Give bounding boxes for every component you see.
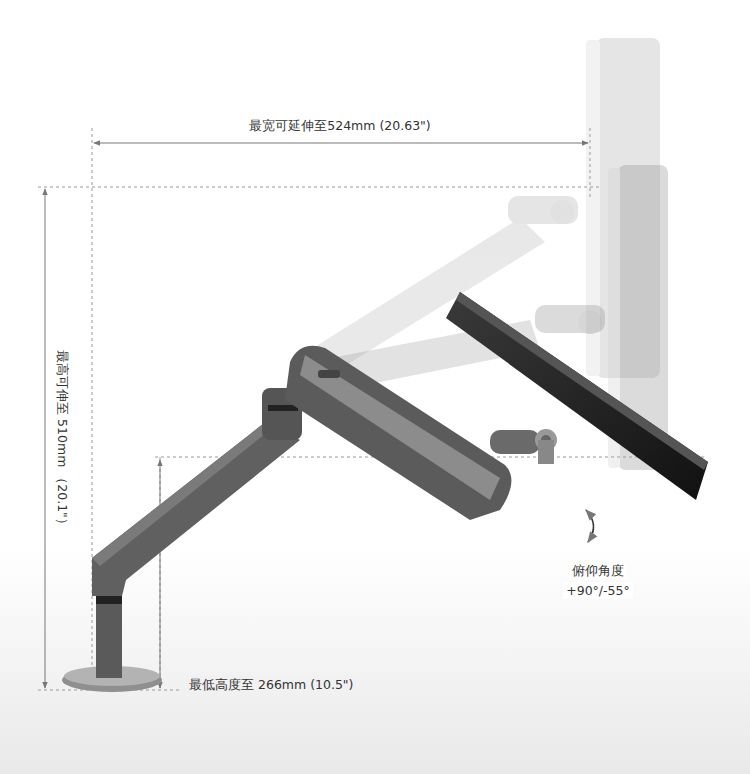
dimension-label: +90°/-55°	[563, 582, 633, 599]
dimension-label-vertical: 最高可伸至 510mm （20.1"）	[54, 347, 71, 534]
dimension-label: 最低高度至 266mm (10.5")	[186, 676, 357, 693]
dimension-label: 俯仰角度	[569, 562, 627, 579]
dimension-label: 最宽可延伸至524mm (20.63")	[246, 117, 433, 134]
